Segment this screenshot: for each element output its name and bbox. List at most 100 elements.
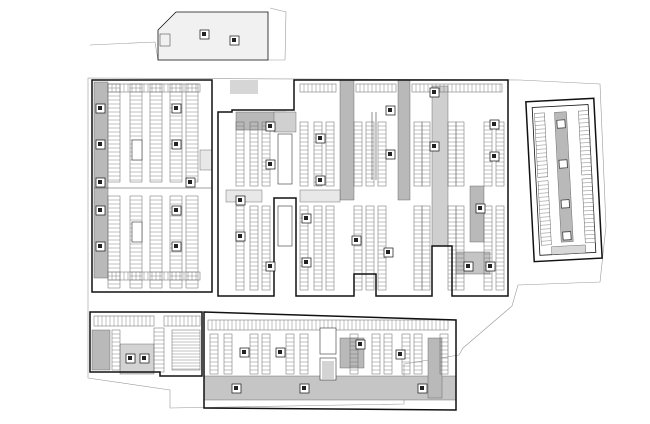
- stair-core-mark: [302, 386, 306, 390]
- stair-core-mark: [304, 260, 308, 264]
- bottom-right-stair: [299, 383, 310, 394]
- stall-column-outline: [171, 329, 201, 371]
- left-block-stalls: [107, 195, 121, 289]
- stall-column-outline: [299, 205, 309, 291]
- center-block-shaft: [277, 205, 293, 247]
- left-block-stair: [171, 205, 182, 216]
- stair-core-mark: [98, 142, 102, 146]
- right-block-stalls: [534, 112, 549, 178]
- stall-divider: [583, 206, 594, 208]
- bottom-right-stalls: [249, 333, 259, 375]
- left-block-shaft: [131, 139, 143, 161]
- center-block-core-band: [431, 85, 449, 247]
- stall-divider: [540, 220, 551, 222]
- left-block-stair: [95, 205, 106, 216]
- stall-divider: [580, 150, 591, 152]
- top-building-stair: [229, 35, 240, 46]
- center-block-stair: [265, 261, 276, 272]
- stall-divider: [538, 196, 549, 198]
- stall-column-outline: [129, 83, 143, 183]
- stair-core-mark: [354, 238, 358, 242]
- stair-core-mark: [358, 342, 362, 346]
- center-block-stair: [265, 121, 276, 132]
- stall-divider: [536, 144, 547, 146]
- center-block-stalls: [413, 121, 423, 187]
- stair-core-mark: [278, 350, 282, 354]
- center-block-core: [273, 111, 297, 133]
- center-block-stalls: [495, 205, 505, 291]
- center-block-stair: [301, 257, 312, 268]
- stall-divider: [583, 210, 594, 212]
- stall-divider: [540, 236, 551, 238]
- stall-divider: [535, 124, 546, 126]
- center-block-stalls: [325, 205, 335, 291]
- center-block-stalls: [377, 121, 387, 187]
- stair-core-mark: [398, 352, 402, 356]
- top-building-stair: [199, 29, 210, 40]
- center-block-stalls: [411, 83, 503, 93]
- stair-core-mark: [242, 350, 246, 354]
- stall-divider: [538, 192, 549, 194]
- right-block-stair: [560, 199, 570, 209]
- bottom-right-stalls: [383, 333, 393, 375]
- stair-core-mark: [488, 264, 492, 268]
- stall-column-outline: [235, 205, 245, 291]
- stall-divider: [539, 200, 550, 202]
- center-block-stalls: [313, 205, 323, 291]
- stall-column-outline: [185, 83, 199, 183]
- stair-core-mark: [432, 90, 436, 94]
- center-block-stair: [385, 105, 396, 116]
- center-block-outline: [217, 79, 509, 297]
- stair-core-mark: [98, 180, 102, 184]
- right-block-stair: [556, 119, 566, 129]
- bottom-right-stalls: [439, 333, 449, 375]
- stair-core-mark: [202, 32, 206, 36]
- right-block-stair: [562, 231, 572, 241]
- stair-core-mark: [492, 122, 496, 126]
- stair-core-mark: [174, 244, 178, 248]
- top-building-room: [159, 33, 171, 47]
- stair-core-mark: [388, 152, 392, 156]
- stair-core-mark: [478, 206, 482, 210]
- left-block-outline: [91, 79, 213, 293]
- left-block-stalls: [169, 83, 183, 183]
- stair-core-mark: [318, 178, 322, 182]
- stair-core-mark: [238, 198, 242, 202]
- right-block-stair: [558, 159, 568, 169]
- stall-band-outline: [107, 271, 201, 281]
- left-block-stalls: [107, 271, 201, 281]
- left-block-stalls: [129, 83, 143, 183]
- center-block-stair: [301, 213, 312, 224]
- center-block-stalls: [249, 205, 259, 291]
- left-block-stalls: [185, 83, 199, 183]
- stall-divider: [580, 158, 591, 160]
- stall-divider: [582, 182, 593, 184]
- stall-divider: [581, 170, 592, 172]
- center-block-stalls: [261, 121, 271, 187]
- stall-column-outline: [261, 205, 271, 291]
- stall-divider: [579, 134, 590, 136]
- stall-divider: [536, 160, 547, 162]
- stall-divider: [540, 228, 551, 230]
- stall-divider: [539, 216, 550, 218]
- center-block-stair: [315, 133, 326, 144]
- left-block-stair: [95, 241, 106, 252]
- stall-divider: [584, 230, 595, 232]
- stall-divider: [538, 184, 549, 186]
- stall-column-outline: [495, 205, 505, 291]
- stall-column-outline: [325, 205, 335, 291]
- stall-divider: [578, 114, 589, 116]
- bottom-right-stalls: [223, 333, 233, 375]
- stair-core-mark: [238, 234, 242, 238]
- stall-divider: [583, 202, 594, 204]
- stall-divider: [580, 154, 591, 156]
- stall-divider: [536, 152, 547, 154]
- stall-divider: [581, 162, 592, 164]
- stall-divider: [540, 224, 551, 226]
- stall-divider: [583, 198, 594, 200]
- stall-band-outline: [163, 315, 201, 327]
- stair-core-mark: [466, 264, 470, 268]
- center-block-stair: [429, 87, 440, 98]
- stall-column-outline: [149, 83, 163, 183]
- stall-column-outline: [149, 195, 163, 289]
